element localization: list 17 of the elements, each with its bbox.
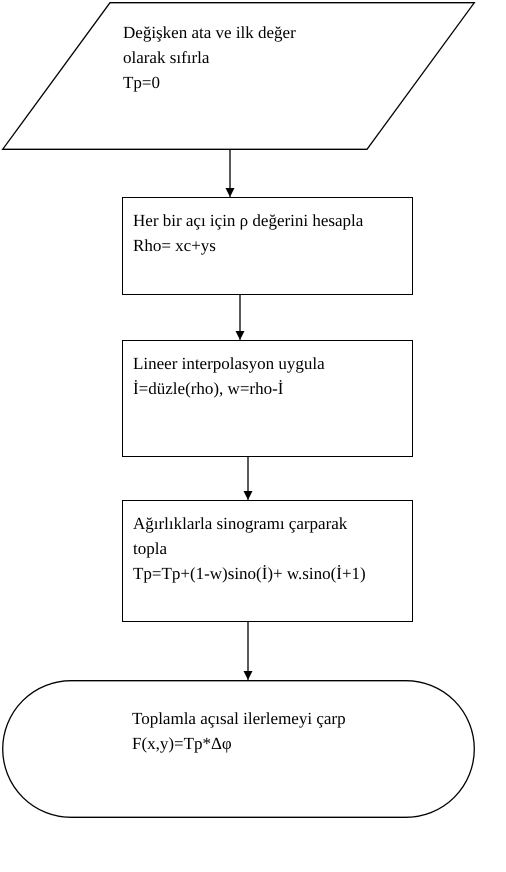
arrow [244, 457, 252, 500]
formula-text: İ=düzle(rho), w=rho-İ [133, 378, 284, 400]
step-text: Ağırlıklarla sinogramı çarparak topla [133, 513, 348, 560]
arrow [226, 150, 234, 197]
process-box [122, 340, 413, 457]
process-box [122, 197, 413, 295]
process-box [122, 500, 413, 622]
step-text: Lineer interpolasyon uygula [133, 353, 325, 375]
step-text: Değişken ata ve ilk değer olarak sıfırla [123, 22, 297, 69]
step-text: Toplamla açısal ilerlemeyi çarp [132, 708, 346, 730]
arrow [244, 622, 252, 680]
step-text: Her bir açı için ρ değerini hesapla [133, 210, 364, 232]
formula-text: F(x,y)=Tp*Δφ [132, 733, 232, 755]
formula-text: Tp=Tp+(1-w)sino(İ)+ w.sino(İ+1) [133, 563, 366, 585]
formula-text: Tp=0 [123, 72, 160, 94]
arrow [236, 295, 244, 340]
formula-text: Rho= xc+ys [133, 235, 216, 257]
